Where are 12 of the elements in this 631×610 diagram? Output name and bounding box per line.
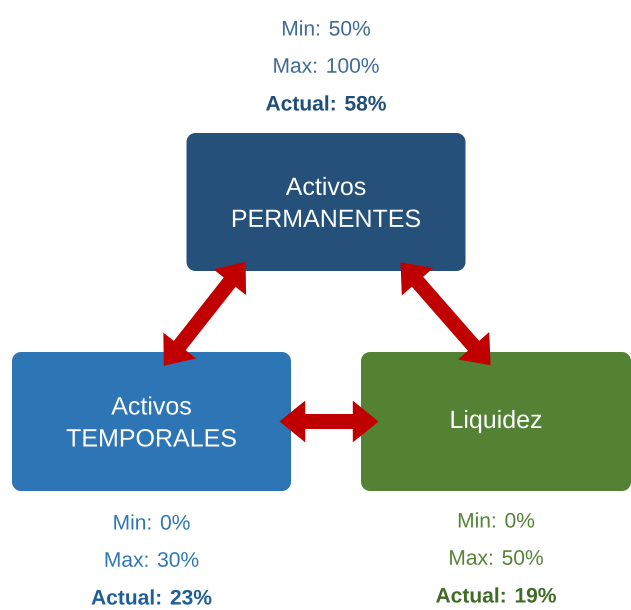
beside-label: Min: 0%: [114, 514, 190, 530]
beside-label: Max: 100%: [274, 58, 379, 73]
process-box: Activos TEMPORALES: [12, 352, 291, 491]
beside-label: Actual: 19%: [436, 587, 556, 603]
beside-label: Max: 50%: [450, 550, 543, 565]
beside-label: Min: 50%: [283, 20, 370, 36]
beside-label: Max: 30%: [106, 552, 198, 567]
process-box: Liquidez: [361, 352, 631, 491]
beside-label: Min: 0%: [458, 512, 534, 528]
process-box: Activos PERMANENTES: [186, 133, 466, 271]
beside-label: Actual: 23%: [92, 589, 212, 605]
beside-label: Actual: 58%: [266, 95, 386, 111]
